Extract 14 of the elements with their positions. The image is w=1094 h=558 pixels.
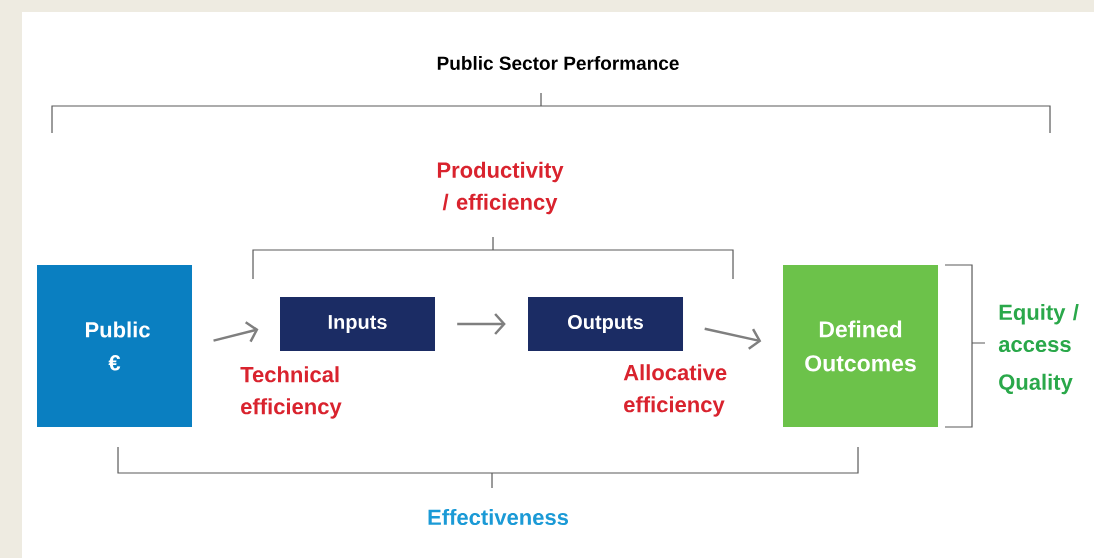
arrow: [704, 327, 762, 350]
square-box: Public €: [37, 265, 192, 427]
arrow: [457, 313, 506, 335]
title: Public Sector Performance: [437, 56, 679, 70]
square-box: Defined Outcomes: [783, 265, 938, 427]
annotation-text: Allocative efficiency: [623, 364, 727, 417]
annotation-text: Equity / access: [998, 303, 1079, 353]
process-box: Outputs: [528, 297, 683, 351]
arrow: [213, 321, 259, 343]
annotation-text: Effectiveness: [428, 508, 568, 526]
process-box: Inputs: [280, 297, 435, 351]
annotation-text: Productivity / efficiency: [437, 161, 564, 215]
annotation-text: Technical efficiency: [240, 366, 342, 419]
annotation-text: Quality: [999, 373, 1073, 395]
